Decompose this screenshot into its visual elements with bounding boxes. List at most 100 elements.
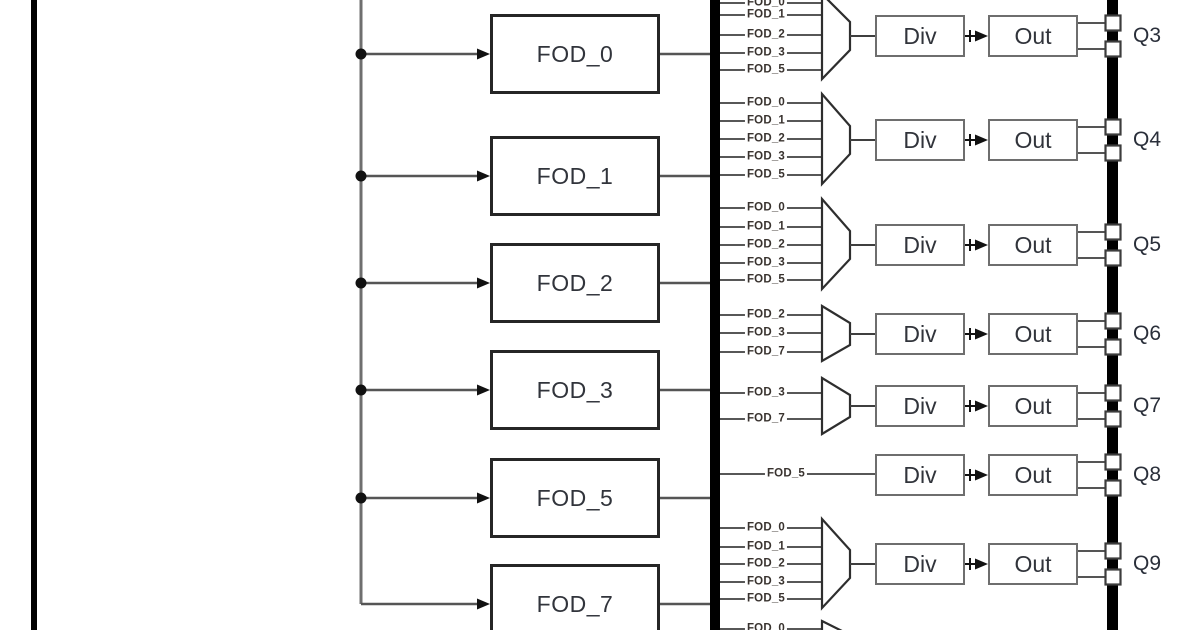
div-block: Div: [875, 119, 965, 161]
mux-input-label-label: FOD_2: [746, 308, 786, 321]
out-block-label: Out: [1014, 461, 1052, 488]
output-pin-square: [1104, 144, 1122, 162]
out-block-label: Out: [1014, 231, 1052, 258]
mux-shape-clipped: [820, 619, 843, 630]
mux-input-label: FOD_0: [744, 0, 788, 10]
q-output-label-label: Q5: [1133, 233, 1162, 256]
mux-input-label-label: FOD_2: [746, 557, 786, 570]
div-block: Div: [875, 15, 965, 57]
mux-input-label: FOD_0: [744, 96, 788, 110]
mux-input-label: FOD_2: [744, 132, 788, 146]
arrowhead-icon: [477, 598, 490, 610]
mux-input-label: FOD_0: [744, 201, 788, 215]
div-block-label: Div: [903, 461, 937, 488]
mux-shape: [820, 376, 852, 436]
arrowhead-icon: [975, 134, 988, 146]
div-block: Div: [875, 313, 965, 355]
mux-input-label-label: FOD_3: [746, 326, 786, 339]
output-pin-square: [1104, 410, 1122, 428]
mux-input-label-label: FOD_7: [746, 345, 786, 358]
output-pin-square: [1104, 249, 1122, 267]
q-output-label: Q3: [1133, 24, 1161, 48]
out-block-label: Out: [1014, 392, 1052, 419]
out-block-label: Out: [1014, 22, 1052, 49]
div-block-label: Div: [903, 231, 937, 258]
out-block: Out: [988, 454, 1078, 496]
q-output-label: Q5: [1133, 233, 1161, 257]
mux-input-label: FOD_7: [744, 345, 788, 359]
out-block: Out: [988, 385, 1078, 427]
arrowhead-icon: [975, 400, 988, 412]
out-block: Out: [988, 119, 1078, 161]
arrowhead-icon: [975, 328, 988, 340]
mux-input-label: FOD_2: [744, 557, 788, 571]
arrowhead-icon: [477, 384, 490, 396]
q-output-label: Q9: [1133, 552, 1161, 576]
output-pin-square: [1104, 453, 1122, 471]
junction-dot: [355, 48, 367, 60]
mux-input-label: FOD_1: [744, 540, 788, 554]
mux-input-label: FOD_1: [744, 8, 788, 22]
q-output-label-label: Q7: [1133, 394, 1162, 417]
arrowhead-icon: [477, 48, 490, 60]
out-block-label: Out: [1014, 320, 1052, 347]
q-output-label: Q4: [1133, 128, 1161, 152]
fod-block-label: FOD_0: [536, 40, 614, 67]
arrowhead-icon: [975, 558, 988, 570]
mux-input-label-label: FOD_1: [746, 114, 786, 127]
mux-input-label-label: FOD_2: [746, 238, 786, 251]
junction-dot: [355, 170, 367, 182]
out-block: Out: [988, 313, 1078, 355]
mux-input-label: FOD_5: [764, 467, 808, 481]
mux-input-label: FOD_5: [744, 168, 788, 182]
mux-input-label-label: FOD_0: [746, 0, 786, 9]
fod-block: FOD_0: [490, 14, 660, 94]
mux-input-label-label: FOD_1: [746, 8, 786, 21]
mux-input-label-label: FOD_3: [746, 150, 786, 163]
mux-input-label-label: FOD_5: [746, 168, 786, 181]
mux-input-label-label: FOD_7: [746, 412, 786, 425]
mux-input-label: FOD_7: [744, 412, 788, 426]
mux-shape: [820, 91, 852, 187]
output-pin-square: [1104, 568, 1122, 586]
output-pin-square: [1104, 14, 1122, 32]
div-block-label: Div: [903, 126, 937, 153]
output-pin-square: [1104, 542, 1122, 560]
q-output-label: Q7: [1133, 394, 1161, 418]
mux-input-label: FOD_3: [744, 256, 788, 270]
mux-input-label-label: FOD_2: [746, 28, 786, 41]
output-pin-square: [1104, 312, 1122, 330]
mux-input-label: FOD_2: [744, 238, 788, 252]
mux-input-label-label: FOD_1: [746, 220, 786, 233]
mux-input-label-label: FOD_5: [746, 273, 786, 286]
mux-input-label-label: FOD_0: [746, 622, 786, 630]
arrowhead-icon: [477, 492, 490, 504]
mux-input-label: FOD_3: [744, 575, 788, 589]
arrowhead-icon: [477, 170, 490, 182]
out-block-label: Out: [1014, 550, 1052, 577]
mux-shape: [820, 516, 852, 611]
out-block: Out: [988, 543, 1078, 585]
mux-input-label: FOD_2: [744, 28, 788, 42]
q-output-label-label: Q8: [1133, 463, 1162, 486]
out-block: Out: [988, 224, 1078, 266]
q-output-label-label: Q3: [1133, 24, 1162, 47]
junction-dot: [355, 277, 367, 289]
q-output-label: Q8: [1133, 463, 1161, 487]
mux-input-label: FOD_3: [744, 386, 788, 400]
fod-block-label: FOD_5: [536, 484, 614, 511]
mux-input-label-label: FOD_5: [746, 592, 786, 605]
mux-input-label-label: FOD_3: [746, 386, 786, 399]
fod-block: FOD_7: [490, 564, 660, 630]
output-pin-square: [1104, 338, 1122, 356]
mux-input-label-label: FOD_5: [766, 467, 806, 480]
mux-input-label: FOD_3: [744, 46, 788, 60]
output-pin-square: [1104, 40, 1122, 58]
div-block: Div: [875, 543, 965, 585]
fod-block-label: FOD_1: [536, 162, 614, 189]
q-output-label-label: Q6: [1133, 322, 1162, 345]
div-block-label: Div: [903, 550, 937, 577]
out-block: Out: [988, 15, 1078, 57]
